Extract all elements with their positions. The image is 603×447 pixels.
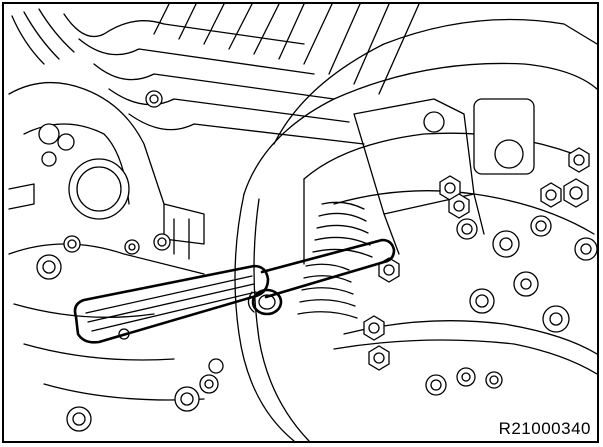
bolts-left: [36, 90, 224, 432]
figure-frame: R21000340: [2, 2, 599, 443]
engine-block-left: [8, 81, 205, 401]
cylinder-head-body: [234, 18, 597, 441]
bolts-right: [363, 147, 597, 396]
valve-springs: [297, 98, 535, 319]
cooling-fins: [11, 4, 420, 145]
special-tool: [73, 238, 396, 344]
engine-cylinder-head-illustration: [8, 4, 597, 441]
figure-caption: R21000340: [496, 419, 593, 439]
